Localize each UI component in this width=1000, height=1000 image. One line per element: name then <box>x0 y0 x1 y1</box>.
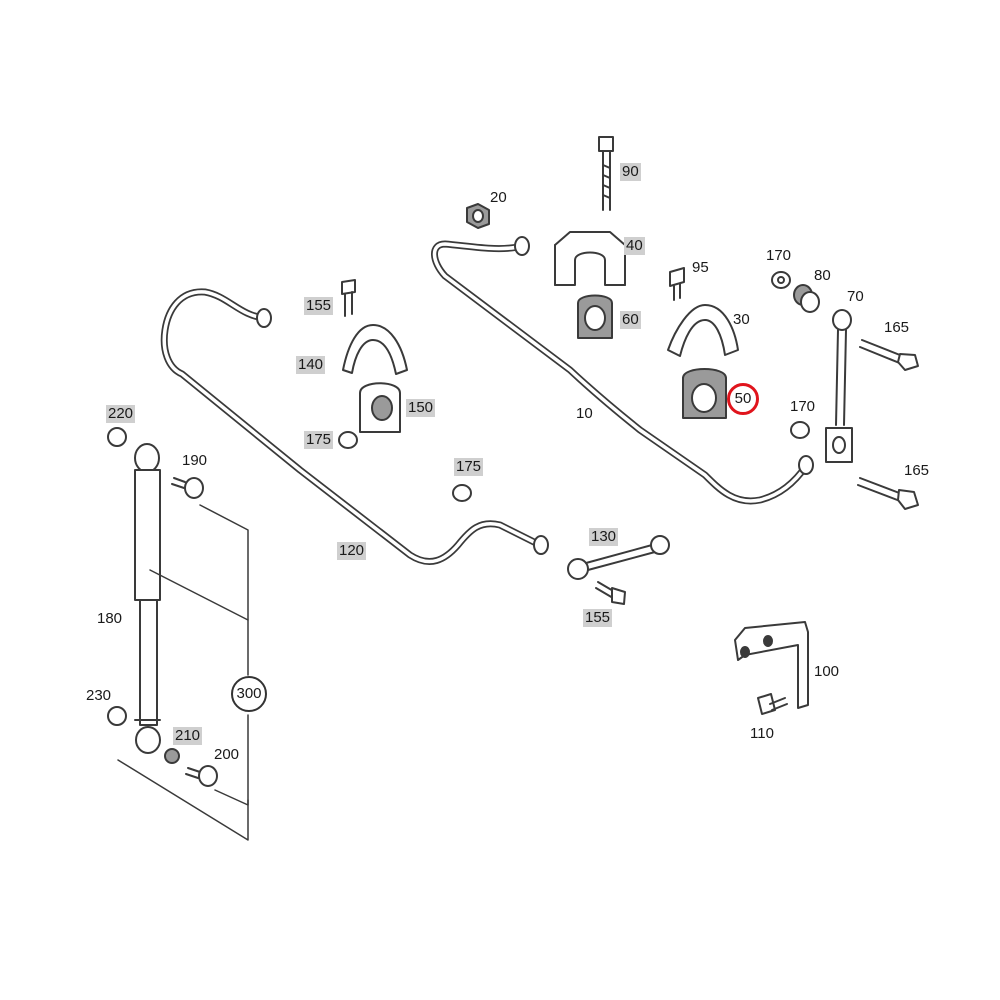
callout-150[interactable]: 150 <box>406 399 436 417</box>
callout-80[interactable]: 80 <box>814 267 831 284</box>
callout-110[interactable]: 110 <box>750 725 774 742</box>
link-70[interactable] <box>825 309 853 463</box>
bolt-165-top[interactable] <box>859 339 919 371</box>
callout-170-top[interactable]: 170 <box>766 247 792 264</box>
bolt-155-lower[interactable] <box>595 581 626 605</box>
bracket-100[interactable] <box>734 621 809 709</box>
clamp-30[interactable] <box>667 304 739 357</box>
bolt-90[interactable] <box>598 136 614 211</box>
callout-165-top[interactable]: 165 <box>884 319 910 336</box>
callout-30[interactable]: 30 <box>733 311 750 328</box>
callout-120[interactable]: 120 <box>337 542 367 560</box>
callout-95[interactable]: 95 <box>692 259 709 276</box>
callout-130[interactable]: 130 <box>589 528 619 546</box>
bolt-165-bottom[interactable] <box>857 477 919 510</box>
callout-70[interactable]: 70 <box>847 288 864 305</box>
callout-60[interactable]: 60 <box>620 311 641 329</box>
callout-20[interactable]: 20 <box>490 189 507 206</box>
callout-40[interactable]: 40 <box>624 237 645 255</box>
rubber-mount-50[interactable] <box>682 368 727 419</box>
callout-100[interactable]: 100 <box>814 663 840 680</box>
callout-50-selected[interactable]: 50 <box>727 383 759 415</box>
shock-absorber-180[interactable] <box>134 443 161 754</box>
washer-170-bottom[interactable] <box>790 421 810 439</box>
washer-175-left[interactable] <box>338 431 358 449</box>
bolt-190[interactable] <box>171 477 204 499</box>
callout-180[interactable]: 180 <box>97 610 123 627</box>
callout-175-mid[interactable]: 175 <box>454 458 484 476</box>
washer-210[interactable] <box>164 748 180 764</box>
callout-190[interactable]: 190 <box>182 452 208 469</box>
stabilizer-bar-10[interactable] <box>431 236 814 505</box>
callout-155-lower[interactable]: 155 <box>583 609 613 627</box>
link-130[interactable] <box>567 535 670 580</box>
bushing-80[interactable] <box>793 284 820 313</box>
callout-170-bottom[interactable]: 170 <box>790 398 816 415</box>
callout-140[interactable]: 140 <box>296 356 326 374</box>
callout-155-top[interactable]: 155 <box>304 297 334 315</box>
callout-210[interactable]: 210 <box>173 727 203 745</box>
bolt-110[interactable] <box>757 693 788 715</box>
rubber-mount-60[interactable] <box>577 294 613 339</box>
bolt-200[interactable] <box>185 765 218 787</box>
bolt-155-top[interactable] <box>341 279 356 317</box>
bolt-95[interactable] <box>669 267 685 301</box>
callout-200[interactable]: 200 <box>214 746 240 763</box>
rubber-mount-150[interactable] <box>359 382 401 433</box>
washer-175-mid[interactable] <box>452 484 472 502</box>
washer-220[interactable] <box>107 427 127 447</box>
washer-170-top[interactable] <box>771 271 791 289</box>
washer-230[interactable] <box>107 706 127 726</box>
callout-10[interactable]: 10 <box>576 405 593 422</box>
clamp-140[interactable] <box>342 324 408 375</box>
callout-175-left[interactable]: 175 <box>304 431 334 449</box>
clamp-bracket-40[interactable] <box>554 231 626 286</box>
callout-300-kit[interactable]: 300 <box>231 676 267 712</box>
callout-90[interactable]: 90 <box>620 163 641 181</box>
stabilizer-bar-120[interactable] <box>160 288 549 565</box>
callout-165-bottom[interactable]: 165 <box>904 462 930 479</box>
callout-230[interactable]: 230 <box>86 687 112 704</box>
callout-220[interactable]: 220 <box>106 405 136 423</box>
nut-20[interactable] <box>466 203 490 229</box>
kit-300-bracket <box>117 504 249 841</box>
